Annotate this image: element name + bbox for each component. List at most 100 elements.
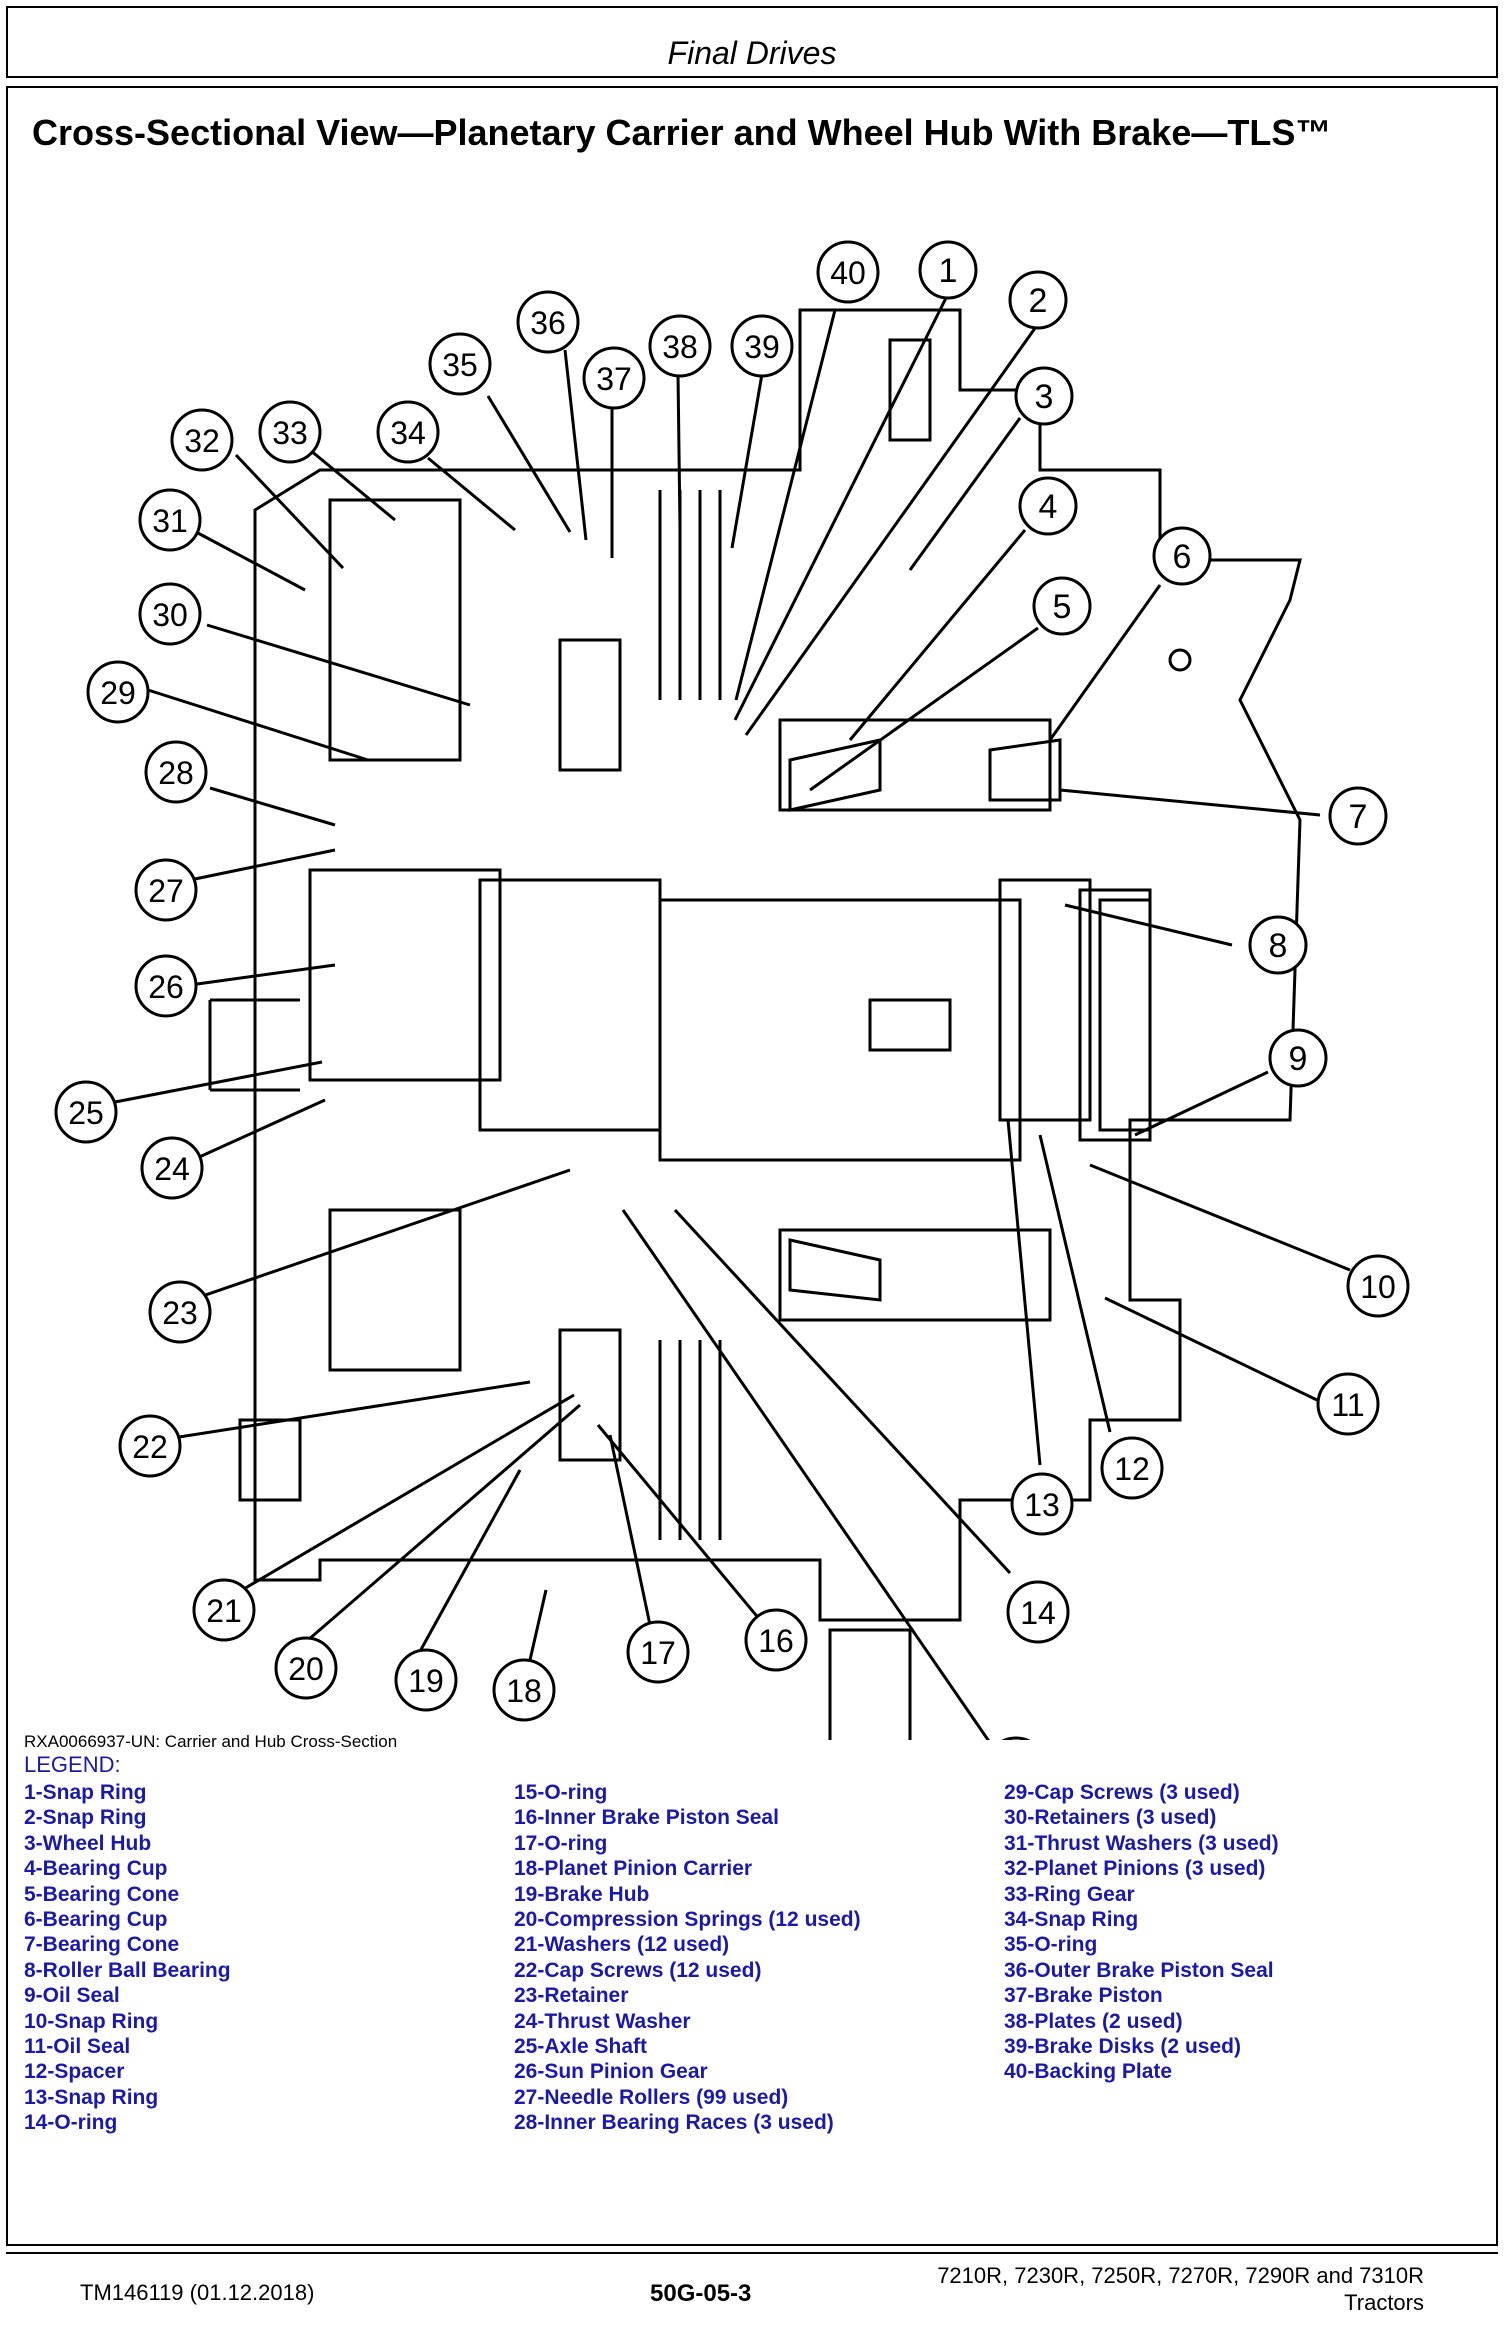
- housing-outline: [208, 308, 1302, 1740]
- legend-item[interactable]: 22-Cap Screws (12 used): [514, 1958, 762, 1982]
- legend-item[interactable]: 40-Backing Plate: [1004, 2060, 1173, 2084]
- legend-item[interactable]: 39-Brake Disks (2 used): [1004, 2035, 1241, 2059]
- legend-item[interactable]: 18-Planet Pinion Carrier: [514, 1857, 753, 1881]
- svg-text:14: 14: [1020, 1595, 1056, 1631]
- callout-5: 5: [1032, 576, 1092, 636]
- svg-text:30: 30: [152, 597, 188, 633]
- model-list: 7210R, 7230R, 7250R, 7270R, 7290R and 73…: [937, 2262, 1424, 2316]
- callout-27: 27: [134, 858, 198, 922]
- legend-item[interactable]: 36-Outer Brake Piston Seal: [1004, 1958, 1274, 1982]
- svg-text:38: 38: [662, 329, 698, 365]
- svg-text:27: 27: [148, 873, 184, 909]
- legend-item[interactable]: 30-Retainers (3 used): [1004, 1806, 1217, 1830]
- svg-text:39: 39: [744, 329, 780, 365]
- callout-16: 16: [744, 1608, 808, 1672]
- legend-item[interactable]: 9-Oil Seal: [24, 1984, 120, 2008]
- svg-text:29: 29: [100, 675, 136, 711]
- doc-id: TM146119 (01.12.2018): [80, 2280, 315, 2305]
- legend-column-3: 29-Cap Screws (3 used) 30-Retainers (3 u…: [1004, 1780, 1279, 2085]
- legend-item[interactable]: 20-Compression Springs (12 used): [514, 1908, 861, 1932]
- legend-item[interactable]: 27-Needle Rollers (99 used): [514, 2085, 789, 2109]
- legend-column-1: 1-Snap Ring 2-Snap Ring 3-Wheel Hub 4-Be…: [24, 1780, 231, 2136]
- legend-item[interactable]: 4-Bearing Cup: [24, 1857, 168, 1881]
- svg-text:28: 28: [158, 755, 194, 791]
- legend-item[interactable]: 25-Axle Shaft: [514, 2035, 648, 2059]
- callout-18: 18: [492, 1658, 556, 1722]
- legend-item[interactable]: 10-Snap Ring: [24, 2009, 159, 2033]
- legend-item[interactable]: 33-Ring Gear: [1004, 1882, 1135, 1906]
- callout-8: 8: [1248, 915, 1308, 975]
- callout-15: 15: [1001, 1736, 1031, 1740]
- callout-6: 6: [1152, 526, 1212, 586]
- legend-item[interactable]: 15-O-ring: [514, 1781, 608, 1804]
- svg-text:31: 31: [152, 503, 188, 539]
- callout-21: 21: [192, 1578, 256, 1642]
- callout-32: 32: [170, 408, 234, 472]
- svg-text:24: 24: [154, 1151, 190, 1187]
- svg-text:22: 22: [132, 1429, 168, 1465]
- callout-24: 24: [140, 1136, 204, 1200]
- legend-item[interactable]: 1-Snap Ring: [24, 1781, 147, 1804]
- callout-1: 1: [918, 240, 978, 300]
- legend-item[interactable]: 16-Inner Brake Piston Seal: [514, 1806, 779, 1830]
- callout-39: 39: [730, 314, 794, 378]
- callout-19: 19: [394, 1648, 458, 1712]
- legend-item[interactable]: 26-Sun Pinion Gear: [514, 2060, 708, 2084]
- legend-item[interactable]: 12-Spacer: [24, 2060, 125, 2084]
- svg-text:21: 21: [206, 1593, 242, 1629]
- leader-lines: [114, 293, 1351, 1740]
- legend-item[interactable]: 14-O-ring: [24, 2111, 118, 2135]
- svg-text:40: 40: [830, 255, 866, 291]
- legend-item[interactable]: 8-Roller Ball Bearing: [24, 1958, 231, 1982]
- callout-37: 37: [582, 346, 646, 410]
- callout-40: 40: [816, 240, 880, 304]
- callout-25: 25: [54, 1080, 118, 1144]
- legend-item[interactable]: 38-Plates (2 used): [1004, 2009, 1183, 2033]
- callout-17: 17: [626, 1620, 690, 1684]
- svg-text:11: 11: [1331, 1387, 1364, 1423]
- legend-item[interactable]: 21-Washers (12 used): [514, 1933, 730, 1957]
- callout-20: 20: [274, 1636, 338, 1700]
- legend-item[interactable]: 17-O-ring: [514, 1831, 608, 1855]
- legend-item[interactable]: 29-Cap Screws (3 used): [1004, 1781, 1240, 1804]
- svg-text:25: 25: [68, 1095, 104, 1131]
- legend-item[interactable]: 5-Bearing Cone: [24, 1882, 180, 1906]
- callout-14: 14: [1006, 1580, 1070, 1644]
- legend-item[interactable]: 34-Snap Ring: [1004, 1908, 1139, 1932]
- svg-text:32: 32: [184, 423, 220, 459]
- legend-item[interactable]: 11-Oil Seal: [24, 2035, 131, 2059]
- callout-26: 26: [134, 954, 198, 1018]
- legend-item[interactable]: 35-O-ring: [1004, 1933, 1098, 1957]
- legend-item[interactable]: 7-Bearing Cone: [24, 1933, 180, 1957]
- legend-item[interactable]: 13-Snap Ring: [24, 2085, 159, 2109]
- svg-text:23: 23: [162, 1295, 198, 1331]
- callout-28: 28: [144, 740, 208, 804]
- svg-text:6: 6: [1173, 538, 1192, 576]
- svg-text:37: 37: [596, 361, 632, 397]
- legend-item[interactable]: 2-Snap Ring: [24, 1806, 147, 1830]
- svg-text:20: 20: [288, 1651, 324, 1687]
- legend-item[interactable]: 28-Inner Bearing Races (3 used): [514, 2111, 834, 2135]
- legend-item[interactable]: 3-Wheel Hub: [24, 1831, 152, 1855]
- svg-text:19: 19: [408, 1663, 444, 1699]
- legend-item[interactable]: 6-Bearing Cup: [24, 1908, 168, 1932]
- legend-item[interactable]: 37-Brake Piston: [1004, 1984, 1163, 2008]
- svg-text:36: 36: [530, 305, 566, 341]
- legend-item[interactable]: 23-Retainer: [514, 1984, 629, 2008]
- legend-item[interactable]: 32-Planet Pinions (3 used): [1004, 1857, 1266, 1881]
- callout-10: 10: [1346, 1254, 1410, 1318]
- legend-column-2: 15-O-ring 16-Inner Brake Piston Seal 17-…: [514, 1780, 861, 2136]
- svg-text:4: 4: [1039, 488, 1058, 526]
- svg-text:18: 18: [506, 1673, 542, 1709]
- callout-4: 4: [1018, 476, 1078, 536]
- section-title: Cross-Sectional View—Planetary Carrier a…: [32, 112, 1332, 153]
- svg-text:13: 13: [1024, 1487, 1060, 1523]
- chapter-title: Final Drives: [667, 35, 837, 71]
- legend-item[interactable]: 31-Thrust Washers (3 used): [1004, 1831, 1279, 1855]
- callout-33: 33: [258, 400, 322, 464]
- legend-item[interactable]: 19-Brake Hub: [514, 1882, 650, 1906]
- callout-2: 2: [1008, 270, 1068, 330]
- svg-text:7: 7: [1349, 798, 1368, 836]
- legend-item[interactable]: 24-Thrust Washer: [514, 2009, 691, 2033]
- svg-text:26: 26: [148, 969, 184, 1005]
